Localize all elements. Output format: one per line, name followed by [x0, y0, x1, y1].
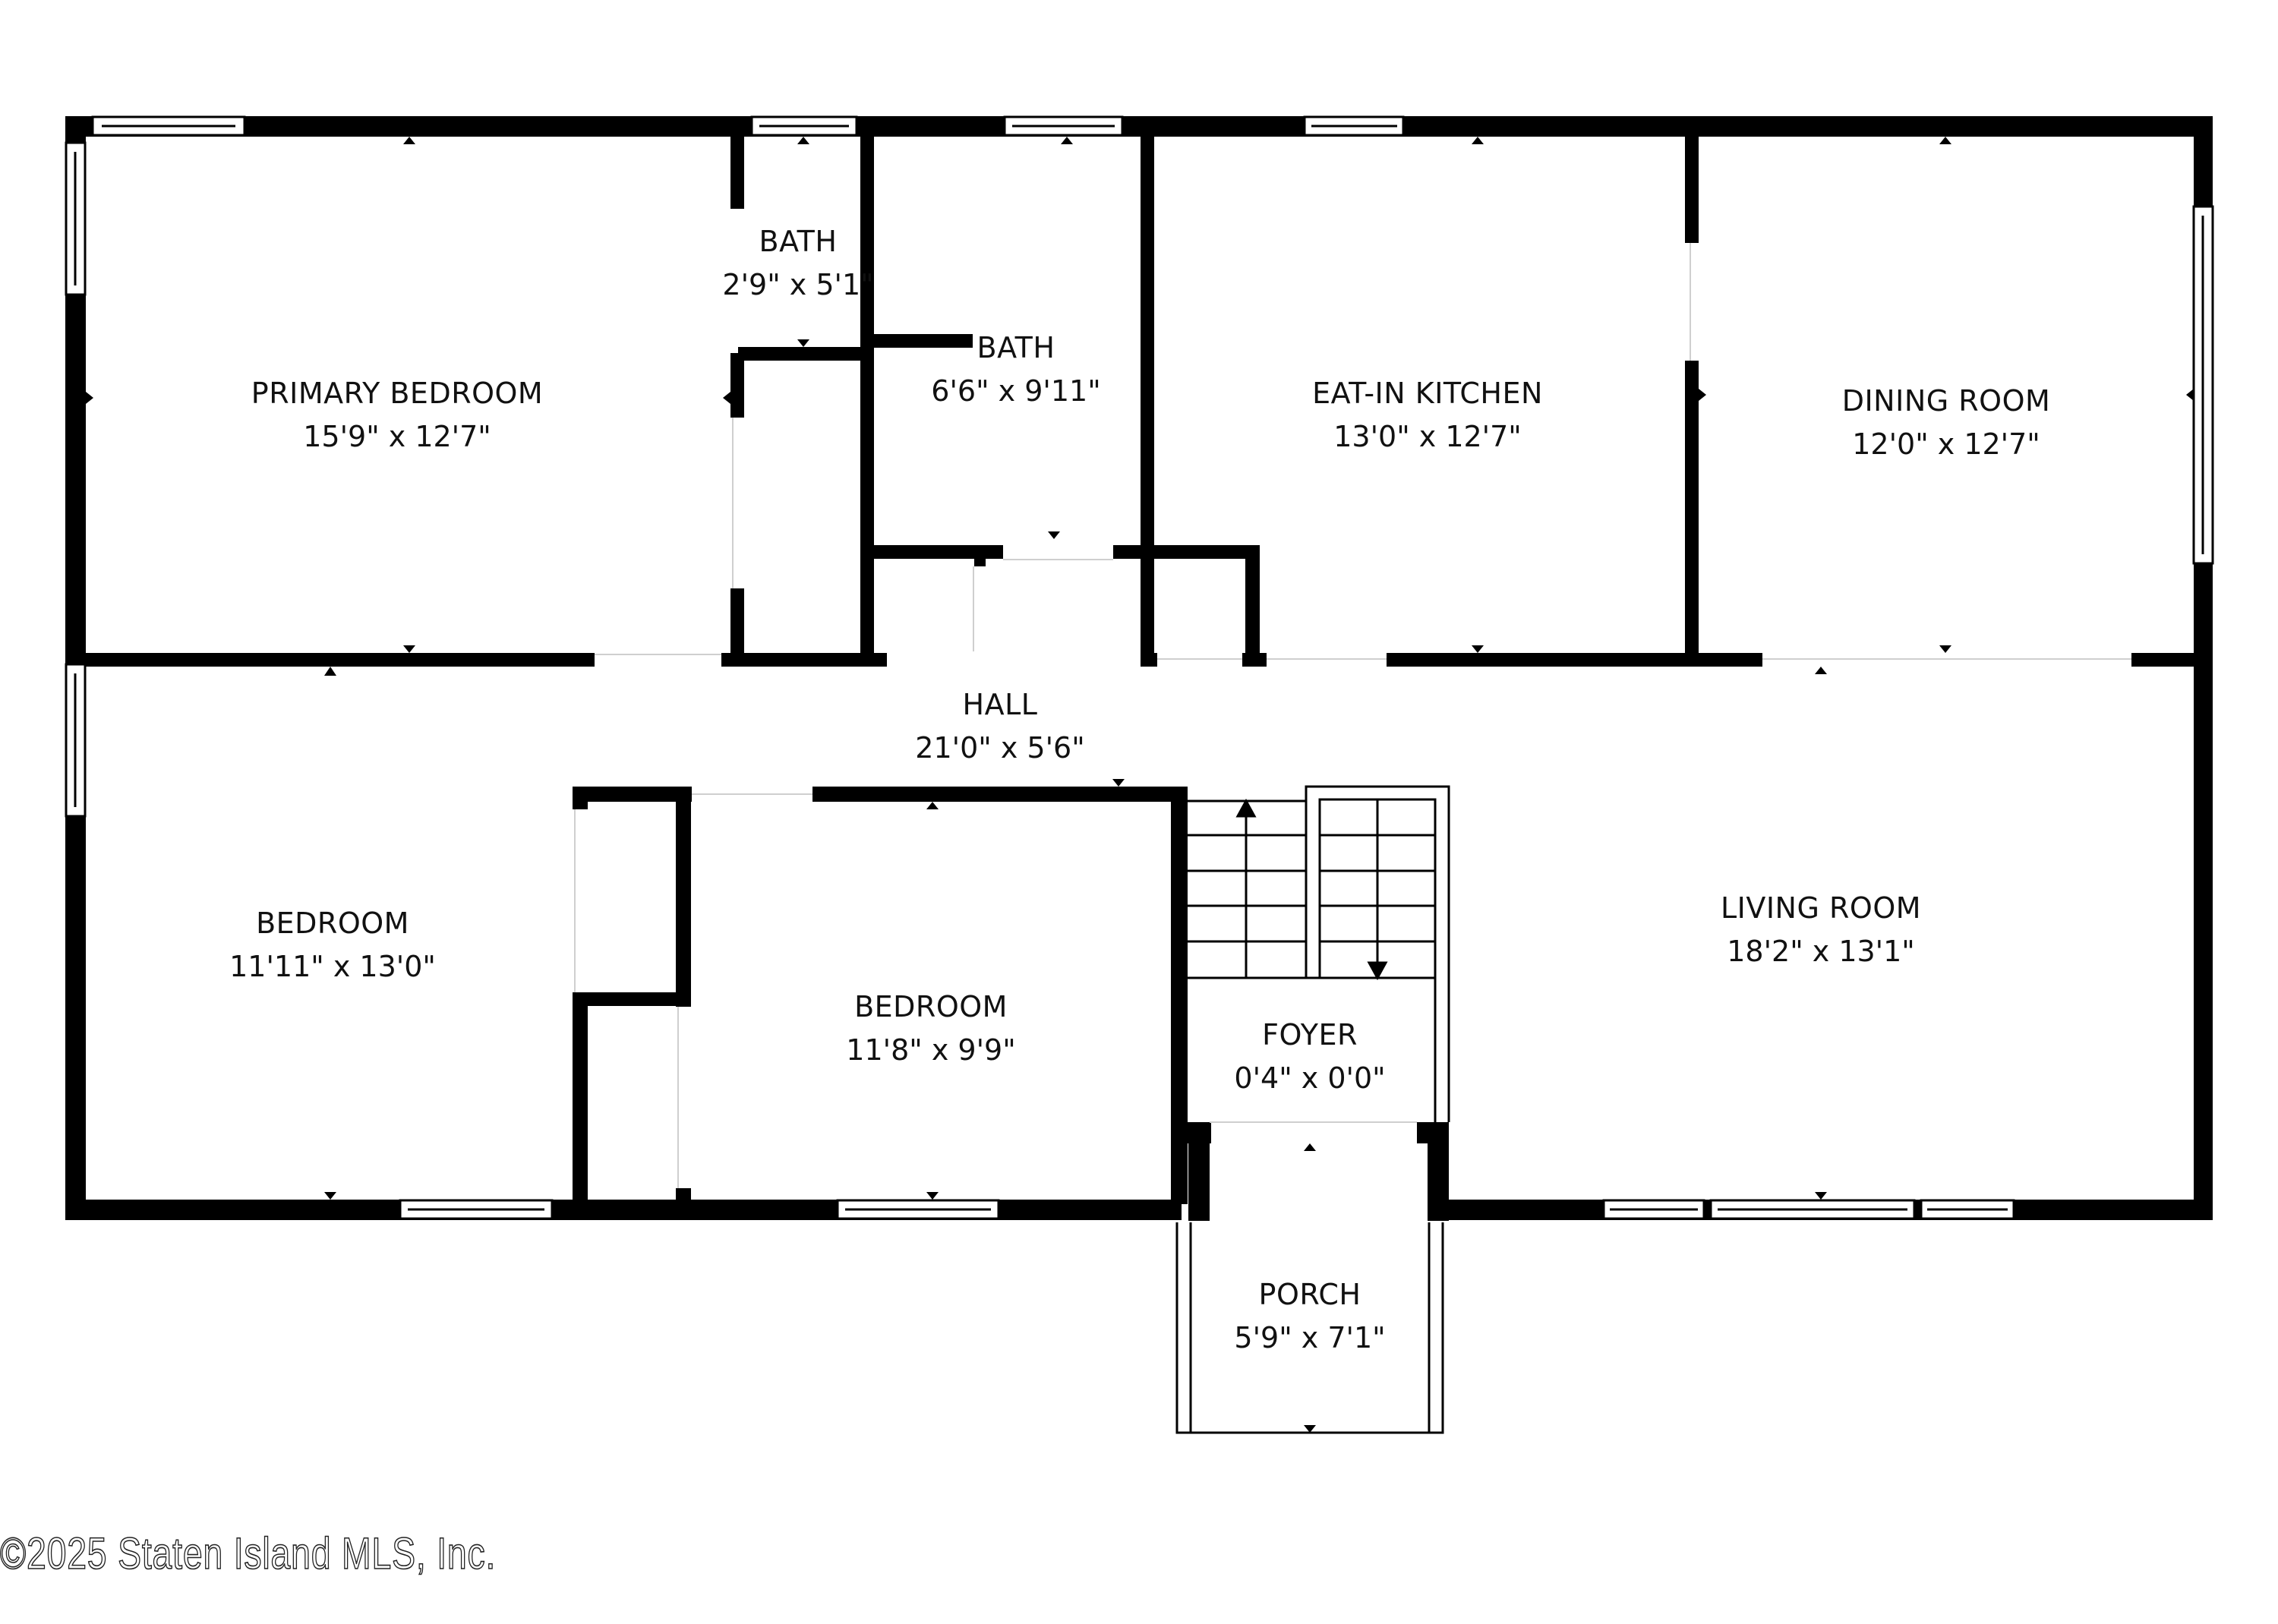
room-dimensions: 6'6" x 9'11" — [931, 374, 1101, 408]
room-label-primary-bedroom: PRIMARY BEDROOM 15'9" x 12'7" — [251, 372, 543, 459]
room-name: LIVING ROOM — [1720, 891, 1922, 925]
copyright-watermark: ©2025 Staten Island MLS, Inc. — [0, 1528, 497, 1579]
room-label-foyer: FOYER 0'4" x 0'0" — [1234, 1014, 1385, 1100]
walls — [65, 116, 2213, 1221]
room-name: HALL — [962, 688, 1038, 721]
room-name: BATH — [759, 225, 838, 258]
staircase — [1188, 785, 1450, 1122]
room-label-porch: PORCH 5'9" x 7'1" — [1234, 1273, 1385, 1360]
room-name: BEDROOM — [256, 907, 409, 940]
room-name: EAT-IN KITCHEN — [1312, 377, 1543, 410]
room-dimensions: 11'11" x 13'0" — [229, 950, 436, 983]
room-label-hall: HALL 21'0" x 5'6" — [915, 683, 1084, 770]
room-dimensions: 12'0" x 12'7" — [1852, 427, 2040, 461]
room-dimensions: 18'2" x 13'1" — [1727, 935, 1915, 968]
room-dimensions: 21'0" x 5'6" — [915, 731, 1085, 765]
room-dimensions: 5'9" x 7'1" — [1234, 1321, 1386, 1354]
room-dimensions: 0'4" x 0'0" — [1234, 1061, 1386, 1095]
room-label-bath-small: BATH 2'9" x 5'1" — [722, 220, 873, 307]
room-name: BEDROOM — [854, 990, 1008, 1023]
room-label-bedroom-1: BEDROOM 11'11" x 13'0" — [229, 902, 436, 989]
dimension-markers — [86, 137, 2194, 1433]
room-name: DINING ROOM — [1841, 384, 2051, 418]
room-label-eat-in-kitchen: EAT-IN KITCHEN 13'0" x 12'7" — [1312, 372, 1543, 459]
room-name: PORCH — [1258, 1278, 1361, 1311]
room-dimensions: 15'9" x 12'7" — [303, 420, 491, 453]
windows — [65, 115, 2214, 1220]
room-label-living-room: LIVING ROOM 18'2" x 13'1" — [1721, 887, 1921, 973]
room-label-dining-room: DINING ROOM 12'0" x 12'7" — [1842, 380, 2051, 466]
door-openings — [574, 243, 2131, 1188]
room-name: BATH — [977, 331, 1055, 364]
room-label-bath: BATH 6'6" x 9'11" — [931, 326, 1100, 413]
room-dimensions: 13'0" x 12'7" — [1333, 420, 1522, 453]
room-label-bedroom-2: BEDROOM 11'8" x 9'9" — [846, 985, 1015, 1072]
room-dimensions: 11'8" x 9'9" — [846, 1033, 1016, 1067]
room-name: PRIMARY BEDROOM — [251, 377, 544, 410]
room-name: FOYER — [1262, 1018, 1358, 1052]
room-dimensions: 2'9" x 5'1" — [722, 268, 874, 301]
